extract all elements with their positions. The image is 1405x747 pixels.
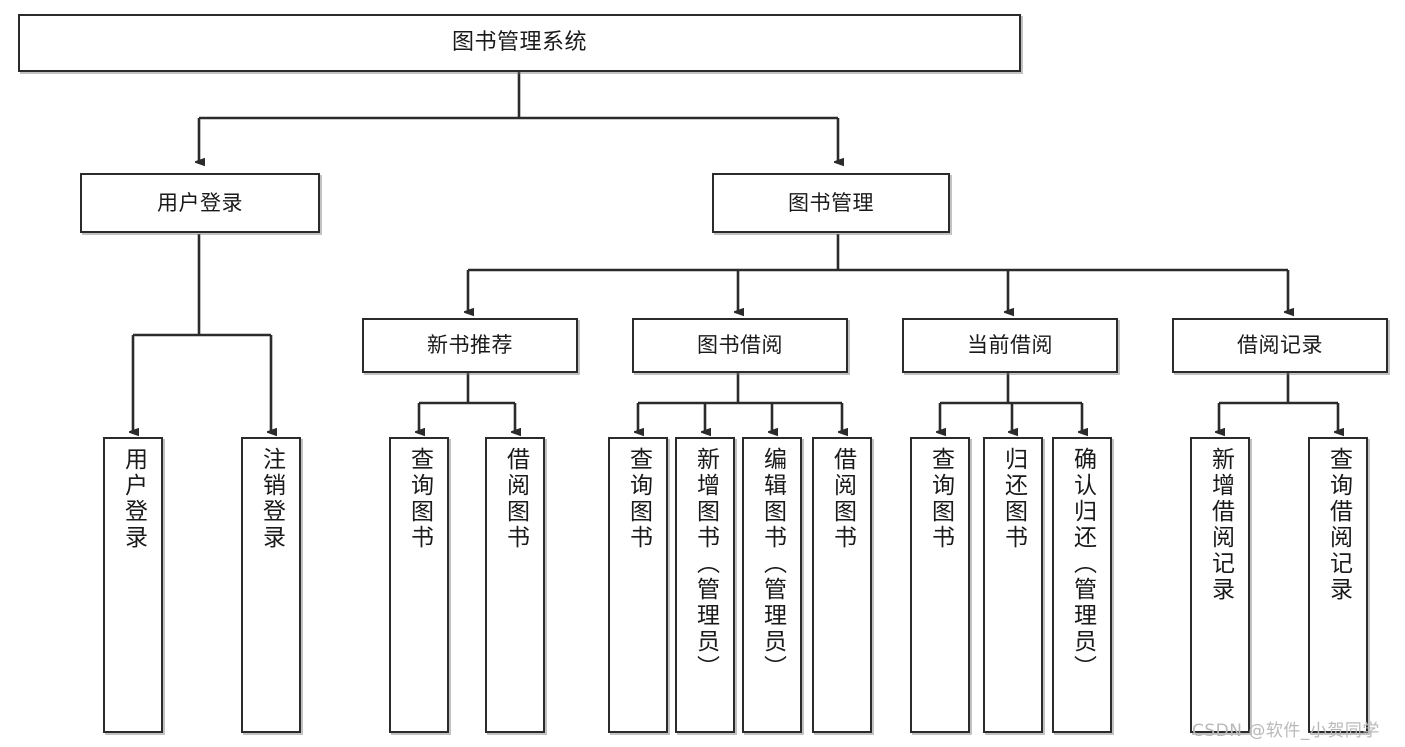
leaf-logout[interactable]: 注销登录 <box>241 437 301 733</box>
node-root-book-management-system[interactable]: 图书管理系统 <box>18 14 1021 72</box>
leaf-current-query-book[interactable]: 查询图书 <box>910 437 970 733</box>
node-label: 借阅图书 <box>502 447 529 551</box>
node-label: 用户登录 <box>157 190 243 215</box>
leaf-record-query-borrow-record[interactable]: 查询借阅记录 <box>1308 437 1368 733</box>
node-label: 当前借阅 <box>967 333 1053 358</box>
node-label: 图书管理系统 <box>451 30 587 56</box>
node-label: 用户登录 <box>120 447 147 551</box>
node-book-borrow[interactable]: 图书借阅 <box>632 318 848 373</box>
leaf-user-login[interactable]: 用户登录 <box>103 437 163 733</box>
node-label: 编辑图书（管理员） <box>759 447 786 681</box>
leaf-record-add-borrow-record[interactable]: 新增借阅记录 <box>1190 437 1250 733</box>
node-label: 查询借阅记录 <box>1325 447 1352 603</box>
node-label: 新增借阅记录 <box>1207 447 1234 603</box>
node-label: 图书借阅 <box>697 333 783 358</box>
node-label: 新书推荐 <box>427 333 513 358</box>
leaf-current-return-book[interactable]: 归还图书 <box>983 437 1043 733</box>
leaf-current-confirm-return-admin[interactable]: 确认归还（管理员） <box>1052 437 1112 733</box>
leaf-recommend-query-book[interactable]: 查询图书 <box>389 437 449 733</box>
node-label: 查询图书 <box>625 447 652 551</box>
csdn-watermark: CSDN @软件_小贺同学 <box>1192 721 1380 741</box>
leaf-borrow-add-book-admin[interactable]: 新增图书（管理员） <box>675 437 735 733</box>
node-borrow-record[interactable]: 借阅记录 <box>1172 318 1388 373</box>
node-label: 归还图书 <box>1000 447 1027 551</box>
node-user-login[interactable]: 用户登录 <box>80 173 320 233</box>
node-label: 借阅记录 <box>1237 333 1323 358</box>
node-label: 新增图书（管理员） <box>692 447 719 681</box>
leaf-borrow-edit-book-admin[interactable]: 编辑图书（管理员） <box>742 437 802 733</box>
leaf-borrow-borrow-book[interactable]: 借阅图书 <box>812 437 872 733</box>
node-label: 确认归还（管理员） <box>1069 447 1096 681</box>
leaf-recommend-borrow-book[interactable]: 借阅图书 <box>485 437 545 733</box>
node-label: 图书管理 <box>788 190 874 215</box>
node-label: 查询图书 <box>927 447 954 551</box>
node-label: 借阅图书 <box>829 447 856 551</box>
node-current-borrow[interactable]: 当前借阅 <box>902 318 1118 373</box>
node-new-book-recommend[interactable]: 新书推荐 <box>362 318 578 373</box>
node-label: 查询图书 <box>406 447 433 551</box>
node-label: 注销登录 <box>258 447 285 551</box>
leaf-borrow-query-book[interactable]: 查询图书 <box>608 437 668 733</box>
node-book-management[interactable]: 图书管理 <box>712 173 950 233</box>
